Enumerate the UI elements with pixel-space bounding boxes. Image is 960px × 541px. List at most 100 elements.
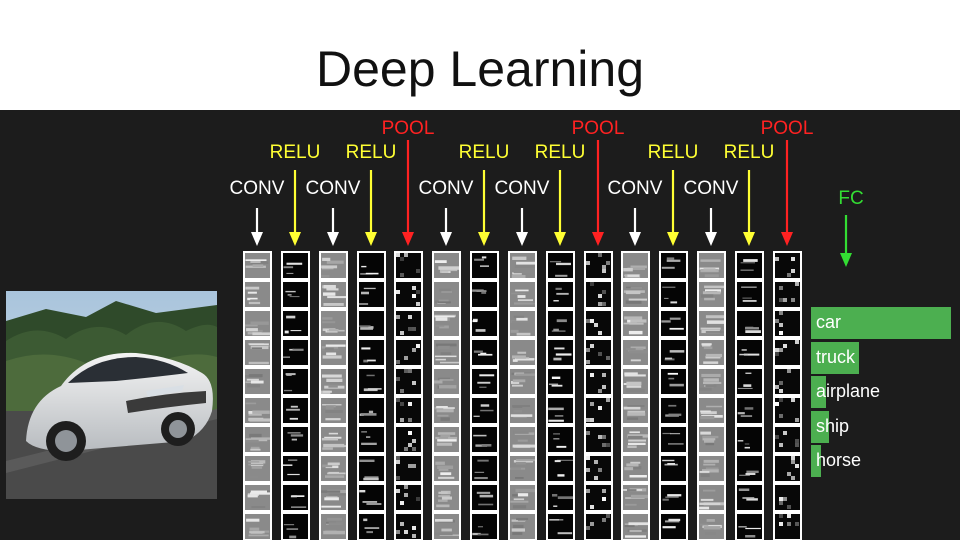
- feature-map: [584, 338, 613, 367]
- down-arrow-icon: [289, 170, 301, 246]
- down-arrow-icon: [667, 170, 679, 246]
- feature-map: [281, 309, 310, 338]
- feature-map: [508, 396, 537, 425]
- feature-map: [432, 367, 461, 396]
- feature-map: [394, 309, 423, 338]
- feature-map: [470, 338, 499, 367]
- feature-map: [319, 454, 348, 483]
- feature-map: [394, 512, 423, 541]
- feature-map: [621, 251, 650, 280]
- feature-map-column-conv: [319, 249, 348, 541]
- feature-map: [621, 309, 650, 338]
- feature-map: [432, 483, 461, 512]
- feature-map: [470, 309, 499, 338]
- feature-map: [659, 280, 688, 309]
- feature-map: [546, 512, 575, 541]
- feature-map: [584, 367, 613, 396]
- feature-map: [243, 396, 272, 425]
- feature-map: [735, 309, 764, 338]
- down-arrow-icon: [554, 170, 566, 246]
- feature-map-column-conv: [697, 249, 726, 541]
- feature-map: [508, 454, 537, 483]
- feature-map: [773, 367, 802, 396]
- down-arrow-icon: [705, 208, 717, 246]
- feature-map: [697, 251, 726, 280]
- feature-map: [508, 425, 537, 454]
- feature-map: [584, 280, 613, 309]
- down-arrow-icon: [516, 208, 528, 246]
- layer-label-relu: RELU: [723, 142, 775, 163]
- feature-map: [697, 483, 726, 512]
- feature-map: [659, 483, 688, 512]
- feature-map: [319, 338, 348, 367]
- feature-map: [697, 367, 726, 396]
- feature-map: [546, 309, 575, 338]
- feature-map-column-relu: [357, 249, 386, 541]
- feature-map: [394, 425, 423, 454]
- feature-map-column-relu: [659, 249, 688, 541]
- feature-map: [394, 280, 423, 309]
- class-row: truck: [811, 342, 951, 374]
- feature-map: [470, 512, 499, 541]
- feature-map: [621, 425, 650, 454]
- layer-label-relu: RELU: [345, 142, 397, 163]
- feature-map: [584, 251, 613, 280]
- feature-map: [281, 396, 310, 425]
- feature-map: [621, 338, 650, 367]
- feature-map: [319, 280, 348, 309]
- feature-map: [584, 425, 613, 454]
- class-row: horse: [811, 445, 951, 477]
- feature-map: [432, 280, 461, 309]
- class-score-bar: [811, 376, 826, 408]
- feature-map: [546, 425, 575, 454]
- feature-map: [697, 338, 726, 367]
- feature-map: [735, 454, 764, 483]
- feature-map: [394, 454, 423, 483]
- feature-map: [659, 251, 688, 280]
- feature-map: [243, 425, 272, 454]
- feature-map: [621, 396, 650, 425]
- feature-map: [773, 280, 802, 309]
- feature-map: [584, 483, 613, 512]
- input-car-image: [6, 291, 217, 499]
- feature-map: [735, 251, 764, 280]
- feature-map: [773, 251, 802, 280]
- layer-label-relu: RELU: [269, 142, 321, 163]
- feature-map: [546, 280, 575, 309]
- feature-map: [357, 483, 386, 512]
- down-arrow-icon: [440, 208, 452, 246]
- layer-label-conv: CONV: [229, 178, 285, 199]
- feature-map: [546, 367, 575, 396]
- layer-label-conv: CONV: [418, 178, 474, 199]
- down-arrow-icon: [478, 170, 490, 246]
- layer-label-relu: RELU: [534, 142, 586, 163]
- feature-map: [243, 483, 272, 512]
- class-label: ship: [816, 416, 850, 436]
- feature-map: [281, 338, 310, 367]
- class-score-bar: [811, 307, 951, 339]
- class-label: horse: [816, 450, 862, 470]
- feature-map: [432, 338, 461, 367]
- feature-map: [281, 454, 310, 483]
- feature-map: [470, 280, 499, 309]
- feature-map-column-pool: [394, 249, 423, 541]
- feature-map-column-relu: [281, 249, 310, 541]
- fc-arrow-icon: [840, 215, 852, 267]
- down-arrow-icon: [629, 208, 641, 246]
- feature-map: [470, 251, 499, 280]
- feature-map: [243, 512, 272, 541]
- feature-map: [773, 396, 802, 425]
- feature-map: [697, 309, 726, 338]
- feature-map: [470, 367, 499, 396]
- feature-map: [735, 396, 764, 425]
- feature-map: [508, 309, 537, 338]
- feature-map: [773, 454, 802, 483]
- feature-map: [394, 483, 423, 512]
- feature-map: [735, 338, 764, 367]
- feature-map: [470, 454, 499, 483]
- feature-map: [357, 251, 386, 280]
- feature-map-column-pool: [584, 249, 613, 541]
- feature-map: [546, 251, 575, 280]
- feature-map: [319, 367, 348, 396]
- feature-map: [243, 367, 272, 396]
